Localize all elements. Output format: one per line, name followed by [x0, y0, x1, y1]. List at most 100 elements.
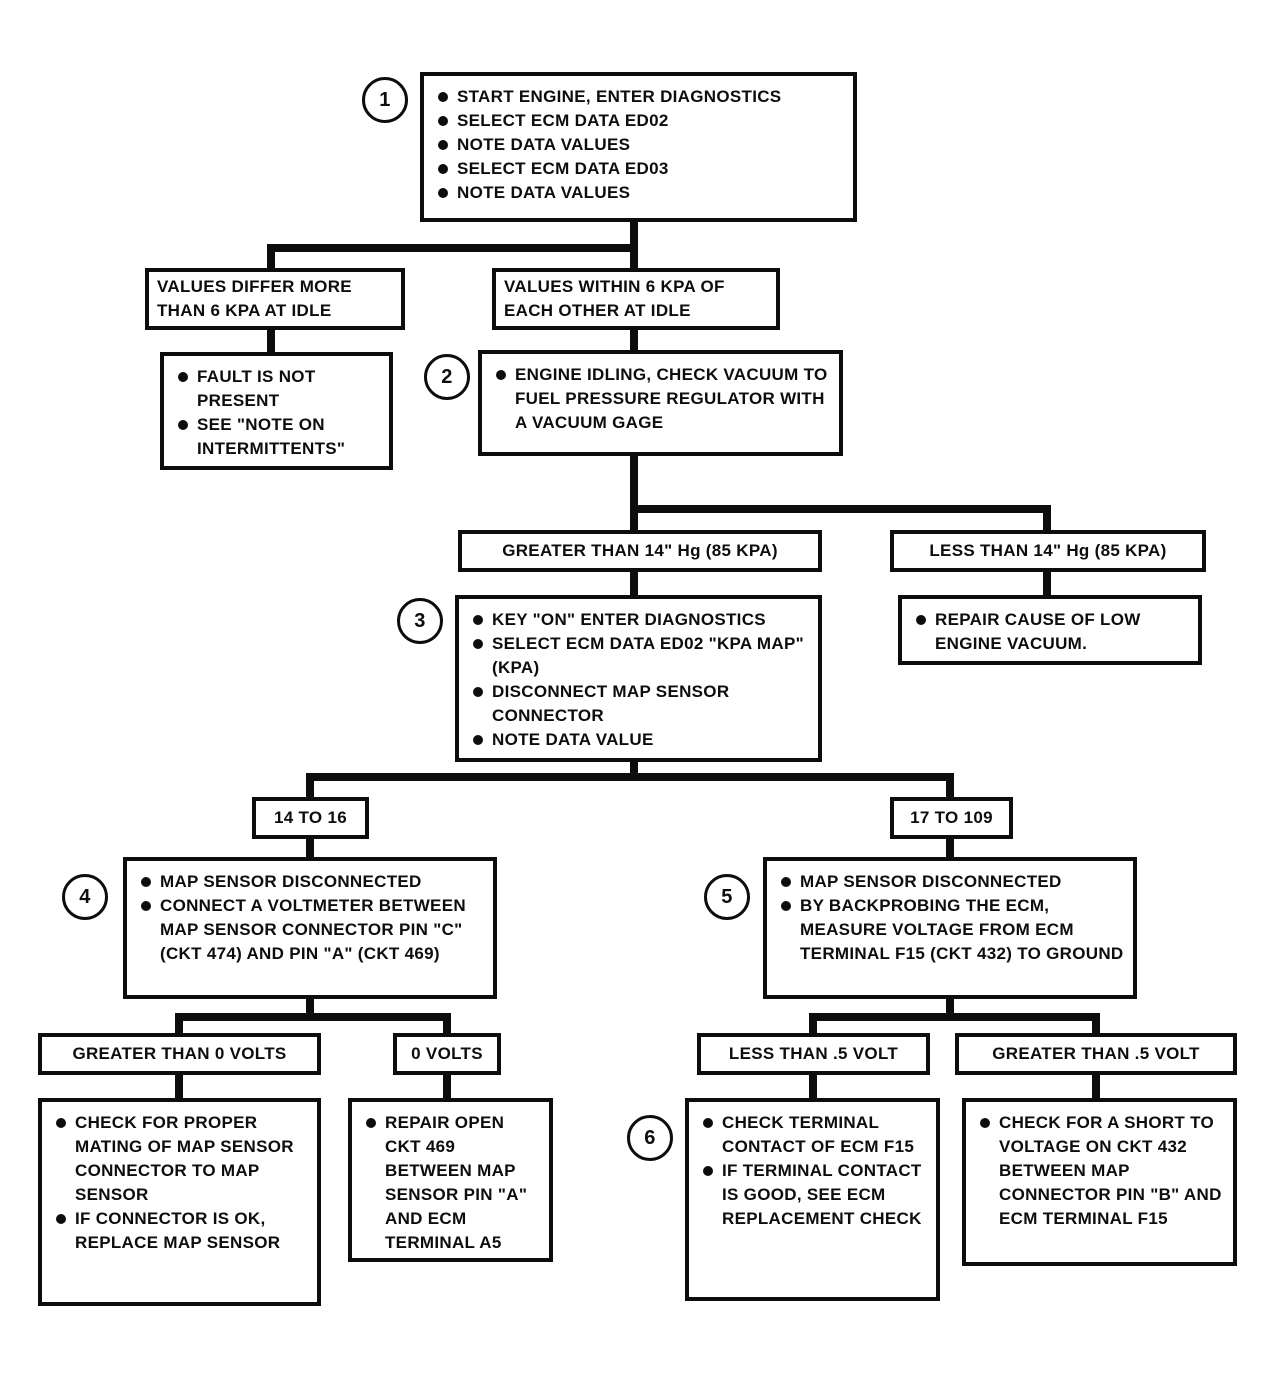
- list-item: KEY "ON" ENTER DIAGNOSTICS: [467, 608, 810, 632]
- list-item: NOTE DATA VALUES: [432, 181, 845, 205]
- list-item: NOTE DATA VALUES: [432, 133, 845, 157]
- connector-line: [630, 505, 1051, 513]
- bullet-icon: [178, 420, 188, 430]
- bullet-icon: [473, 639, 483, 649]
- step-number-1: 1: [362, 77, 408, 123]
- connector-line: [267, 330, 275, 352]
- flow-node-step2: ENGINE IDLING, CHECK VACUUM TO FUEL PRES…: [478, 350, 843, 456]
- bullet-text: NOTE DATA VALUES: [457, 135, 631, 154]
- bullet-icon: [141, 901, 151, 911]
- connector-line: [946, 999, 954, 1013]
- bullet-icon: [496, 370, 506, 380]
- list-item: ENGINE IDLING, CHECK VACUUM TO FUEL PRES…: [490, 363, 831, 435]
- decision-label: VALUES WITHIN 6 KPA OF EACH OTHER AT IDL…: [504, 277, 725, 320]
- list-item: SELECT ECM DATA ED02 "KPA MAP" (KPA): [467, 632, 810, 680]
- list-item: CHECK FOR PROPER MATING OF MAP SENSOR CO…: [50, 1111, 309, 1207]
- bullet-text: NOTE DATA VALUES: [457, 183, 631, 202]
- connector-line: [175, 1021, 183, 1033]
- flow-node-values-differ: VALUES DIFFER MORE THAN 6 KPA AT IDLE: [145, 268, 405, 330]
- connector-line: [306, 773, 954, 781]
- connector-line: [1043, 572, 1051, 595]
- connector-line: [630, 456, 638, 505]
- bullet-text: START ENGINE, ENTER DIAGNOSTICS: [457, 87, 782, 106]
- connector-line: [443, 1075, 451, 1098]
- flow-node-repair-open: REPAIR OPEN CKT 469 BETWEEN MAP SENSOR P…: [348, 1098, 553, 1262]
- bullet-text: KEY "ON" ENTER DIAGNOSTICS: [492, 610, 766, 629]
- bullet-text: SEE "NOTE ON INTERMITTENTS": [197, 415, 346, 458]
- connector-line: [946, 839, 954, 857]
- bullet-text: SELECT ECM DATA ED02 "KPA MAP" (KPA): [492, 634, 804, 677]
- step-number-3: 3: [397, 598, 443, 644]
- list-item: DISCONNECT MAP SENSOR CONNECTOR: [467, 680, 810, 728]
- decision-label: LESS THAN 14" Hg (85 KPA): [929, 541, 1167, 560]
- bullet-text: MAP SENSOR DISCONNECTED: [160, 872, 422, 891]
- list-item: SEE "NOTE ON INTERMITTENTS": [172, 413, 381, 461]
- step-number-2: 2: [424, 354, 470, 400]
- flow-node-range-17-109: 17 TO 109: [890, 797, 1013, 839]
- bullet-text: NOTE DATA VALUE: [492, 730, 654, 749]
- flow-node-greater-0-volts: GREATER THAN 0 VOLTS: [38, 1033, 321, 1075]
- bullet-text: CHECK FOR A SHORT TO VOLTAGE ON CKT 432 …: [999, 1113, 1222, 1228]
- bullet-icon: [703, 1166, 713, 1176]
- decision-label: GREATER THAN 0 VOLTS: [72, 1044, 287, 1063]
- connector-line: [306, 839, 314, 857]
- flow-node-fault-not-present: FAULT IS NOT PRESENT SEE "NOTE ON INTERM…: [160, 352, 393, 470]
- bullet-text: IF TERMINAL CONTACT IS GOOD, SEE ECM REP…: [722, 1161, 922, 1228]
- connector-line: [630, 513, 638, 530]
- connector-line: [267, 252, 275, 268]
- connector-line: [630, 252, 638, 268]
- bullet-icon: [473, 615, 483, 625]
- bullet-text: CONNECT A VOLTMETER BETWEEN MAP SENSOR C…: [160, 896, 466, 963]
- bullet-text: DISCONNECT MAP SENSOR CONNECTOR: [492, 682, 730, 725]
- bullet-icon: [56, 1118, 66, 1128]
- bullet-icon: [438, 92, 448, 102]
- connector-line: [809, 1075, 817, 1098]
- connector-line: [630, 762, 638, 773]
- bullet-icon: [178, 372, 188, 382]
- flow-node-range-14-16: 14 TO 16: [252, 797, 369, 839]
- connector-line: [630, 222, 638, 252]
- bullet-icon: [141, 877, 151, 887]
- list-item: MAP SENSOR DISCONNECTED: [775, 870, 1125, 894]
- bullet-icon: [438, 116, 448, 126]
- bullet-icon: [473, 735, 483, 745]
- bullet-text: FAULT IS NOT PRESENT: [197, 367, 316, 410]
- flow-node-step4: MAP SENSOR DISCONNECTED CONNECT A VOLTME…: [123, 857, 497, 999]
- decision-label: 17 TO 109: [910, 808, 993, 827]
- flow-node-step3: KEY "ON" ENTER DIAGNOSTICS SELECT ECM DA…: [455, 595, 822, 762]
- bullet-icon: [703, 1118, 713, 1128]
- connector-line: [1092, 1075, 1100, 1098]
- step-number-5: 5: [704, 874, 750, 920]
- bullet-text: BY BACKPROBING THE ECM, MEASURE VOLTAGE …: [800, 896, 1124, 963]
- connector-line: [946, 781, 954, 797]
- step-number-4: 4: [62, 874, 108, 920]
- list-item: FAULT IS NOT PRESENT: [172, 365, 381, 413]
- list-item: START ENGINE, ENTER DIAGNOSTICS: [432, 85, 845, 109]
- connector-line: [630, 572, 638, 595]
- connector-line: [306, 781, 314, 797]
- bullet-text: IF CONNECTOR IS OK, REPLACE MAP SENSOR: [75, 1209, 281, 1252]
- list-item: SELECT ECM DATA ED02: [432, 109, 845, 133]
- bullet-icon: [438, 140, 448, 150]
- flow-node-greater-half-volt: GREATER THAN .5 VOLT: [955, 1033, 1237, 1075]
- connector-line: [630, 330, 638, 350]
- list-item: CONNECT A VOLTMETER BETWEEN MAP SENSOR C…: [135, 894, 485, 966]
- flow-node-check-mating: CHECK FOR PROPER MATING OF MAP SENSOR CO…: [38, 1098, 321, 1306]
- list-item: CHECK FOR A SHORT TO VOLTAGE ON CKT 432 …: [974, 1111, 1225, 1231]
- decision-label: GREATER THAN 14" Hg (85 KPA): [502, 541, 778, 560]
- bullet-icon: [56, 1214, 66, 1224]
- connector-line: [175, 1013, 451, 1021]
- bullet-text: SELECT ECM DATA ED02: [457, 111, 669, 130]
- connector-line: [1092, 1021, 1100, 1033]
- bullet-text: SELECT ECM DATA ED03: [457, 159, 669, 178]
- connector-line: [809, 1013, 1100, 1021]
- decision-label: LESS THAN .5 VOLT: [728, 1044, 899, 1063]
- flow-node-less-14: LESS THAN 14" Hg (85 KPA): [890, 530, 1206, 572]
- bullet-icon: [916, 615, 926, 625]
- bullet-text: ENGINE IDLING, CHECK VACUUM TO FUEL PRES…: [515, 365, 828, 432]
- connector-line: [1043, 513, 1051, 530]
- bullet-icon: [438, 164, 448, 174]
- list-item: NOTE DATA VALUE: [467, 728, 810, 752]
- list-item: IF CONNECTOR IS OK, REPLACE MAP SENSOR: [50, 1207, 309, 1255]
